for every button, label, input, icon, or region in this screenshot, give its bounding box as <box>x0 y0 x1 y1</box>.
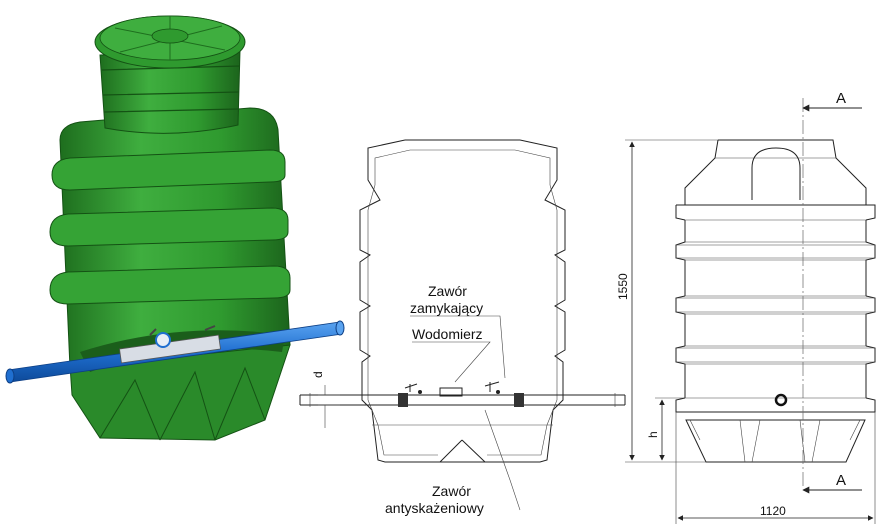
tank-ribs <box>49 149 291 305</box>
height-dimension-label: 1550 <box>616 273 630 300</box>
pipe-3d <box>5 320 345 384</box>
tank-3d-render <box>5 15 345 441</box>
tank-side-view <box>625 98 876 524</box>
valve-closing-label-1: Zawór <box>428 283 467 299</box>
valve-anti-label-2: antyskażeniowy <box>385 500 484 516</box>
d-dimension-label: d <box>311 371 325 378</box>
section-label-bottom: A <box>836 472 846 489</box>
valve-anti-label-1: Zawór <box>432 483 471 499</box>
section-label-top: A <box>836 90 846 107</box>
water-meter-label: Wodomierz <box>412 326 483 342</box>
width-dimension-label: 1120 <box>760 504 786 518</box>
valve-closing-label-2: zamykający <box>410 300 483 316</box>
h-dimension-label: h <box>646 431 660 438</box>
tank-section-view <box>299 139 626 511</box>
